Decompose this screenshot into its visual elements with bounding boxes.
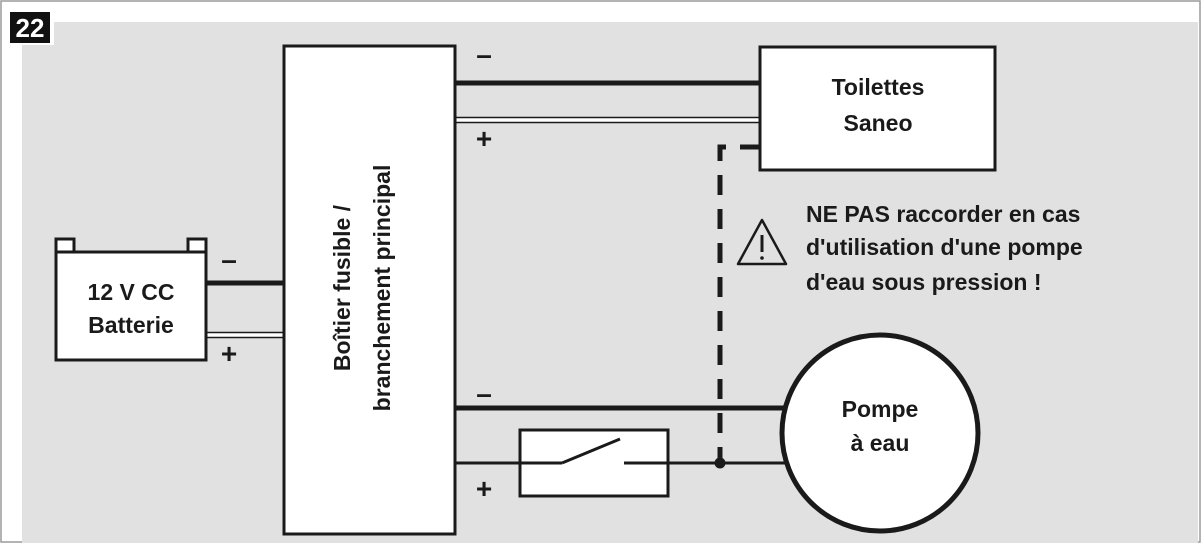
junction-dot xyxy=(714,457,726,469)
warning-triangle-icon xyxy=(736,218,788,266)
dashed-connection-line xyxy=(717,144,760,463)
fuse-box: Boîtier fusible / branchement principal xyxy=(282,44,457,536)
toilet-label-line1: Toilettes xyxy=(832,74,925,100)
toilet-body xyxy=(758,45,997,172)
toilet-minus-sign: – xyxy=(476,39,492,70)
toilet: Toilettes Saneo xyxy=(758,45,997,172)
warning-text-line2: d'utilisation d'une pompe xyxy=(806,234,1083,260)
switch xyxy=(518,428,670,498)
switch-lever xyxy=(561,437,621,465)
battery-label-line2: Batterie xyxy=(88,312,174,338)
pump-label-line2: à eau xyxy=(851,430,910,456)
battery-minus-sign: – xyxy=(221,244,237,275)
battery-plus-sign: + xyxy=(221,338,237,369)
pump-minus-sign: – xyxy=(476,378,492,409)
toilet-positive-wire xyxy=(455,116,760,124)
battery-body xyxy=(54,250,208,362)
figure-number: 22 xyxy=(16,13,45,43)
battery-label-line1: 12 V CC xyxy=(88,279,175,305)
battery-positive-wire xyxy=(204,331,284,339)
pump-body xyxy=(779,332,981,534)
pump: Pompe à eau xyxy=(779,332,981,534)
fuse-box-body xyxy=(282,44,457,536)
warning-text-line3: d'eau sous pression ! xyxy=(806,269,1042,295)
warning-text-line1: NE PAS raccorder en cas xyxy=(806,201,1080,227)
pump-plus-sign: + xyxy=(476,473,492,504)
pump-label-line1: Pompe xyxy=(842,396,919,422)
toilet-plus-sign: + xyxy=(476,123,492,154)
fuse-box-label-line2: branchement principal xyxy=(369,165,395,412)
toilet-label-line2: Saneo xyxy=(843,110,912,136)
fuse-box-label-line1: Boîtier fusible / xyxy=(329,204,355,371)
battery: 12 V CC Batterie xyxy=(54,237,208,362)
